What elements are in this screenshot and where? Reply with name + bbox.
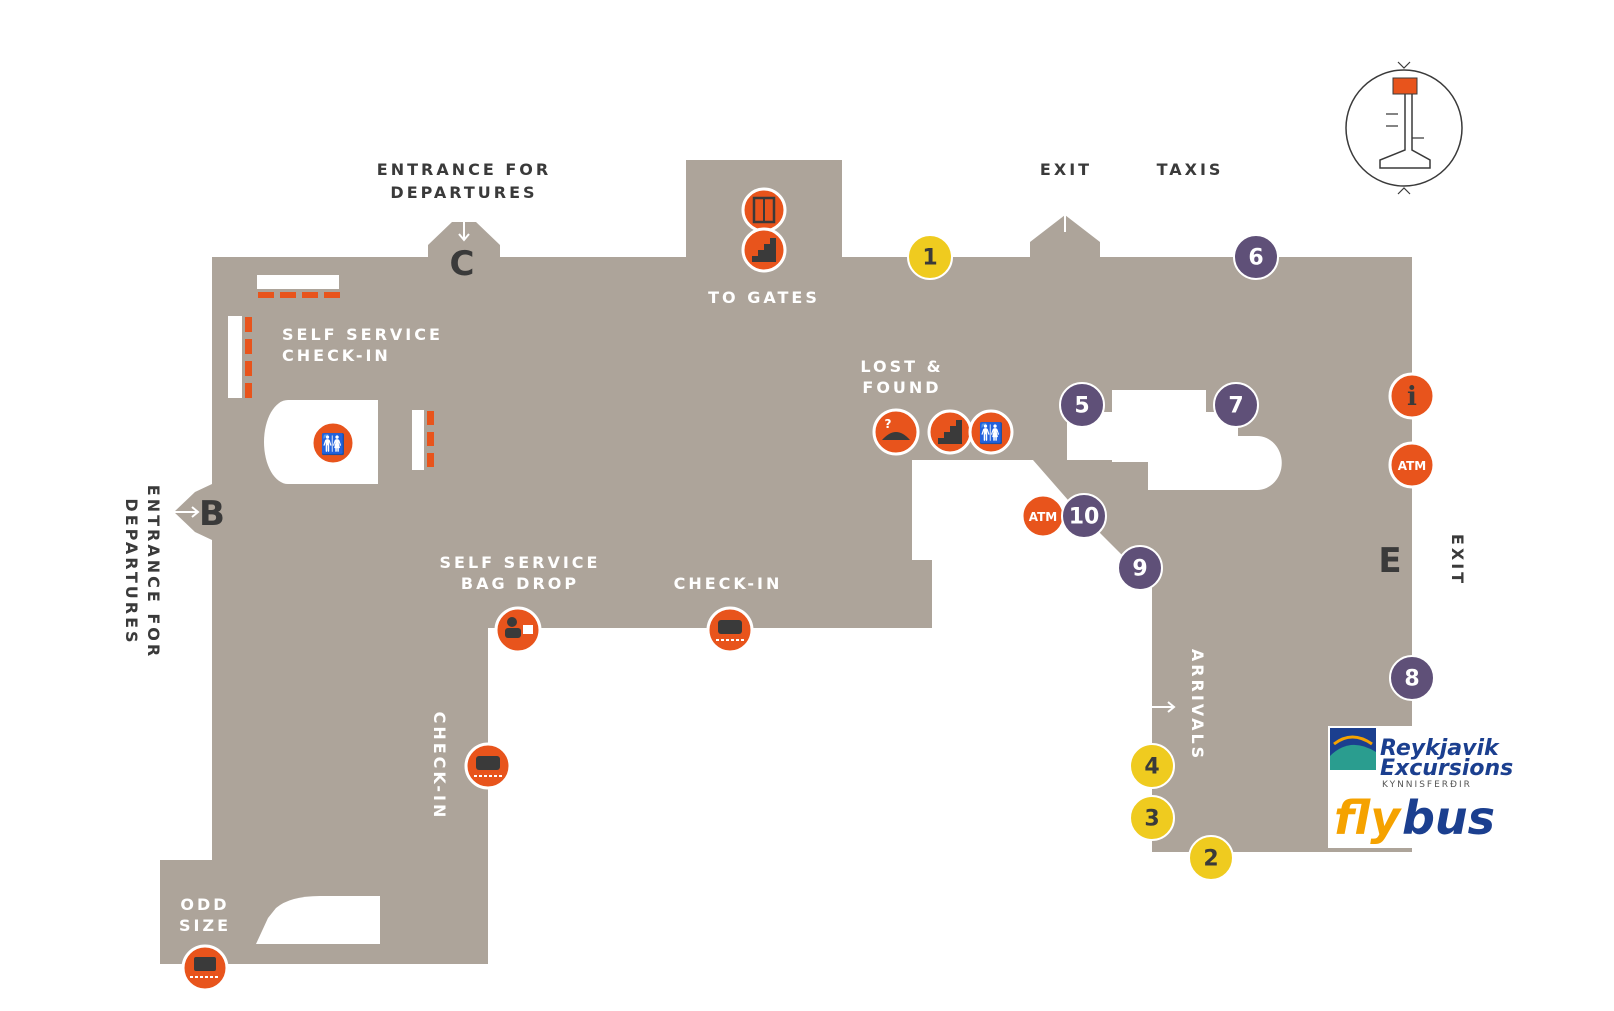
bus-stop-5[interactable]: 5 <box>1059 382 1105 428</box>
kiosk-mark <box>280 292 296 298</box>
bus-stop-number: 2 <box>1203 847 1218 872</box>
logo-bus: bus <box>1402 791 1495 845</box>
entrance-e-letter: E <box>1378 541 1401 581</box>
kiosk-mark <box>245 339 252 354</box>
entrance-c-label-line2: DEPARTURES <box>390 183 537 202</box>
logo-line2: Excursions <box>1380 756 1513 781</box>
logo-line1: Reykjavik <box>1380 736 1500 761</box>
toilets-icon[interactable]: 🚻 <box>968 409 1014 455</box>
exit-ticks <box>1420 533 1432 587</box>
arrow-right-icon <box>1420 554 1446 566</box>
bus-stop-number: 3 <box>1144 807 1159 832</box>
baggage-checkin-icon[interactable] <box>706 606 754 654</box>
kiosk-mark <box>302 292 318 298</box>
bus-stop-number: 5 <box>1074 394 1089 419</box>
toilets-icon[interactable]: 🚻 <box>310 420 356 466</box>
self-service-checkin-label: SELF SERVICE CHECK-IN <box>282 325 443 365</box>
logo-fly: fly <box>1334 791 1402 845</box>
atm-center-text: ATM <box>1029 510 1057 524</box>
odd-size-line2: SIZE <box>179 916 231 935</box>
kiosk-mark <box>324 292 340 298</box>
kiosk-mark <box>427 453 434 467</box>
bus-stop-number: 6 <box>1248 246 1263 271</box>
checkin-vertical-label: CHECK-IN <box>430 712 449 821</box>
bus-stop-number: 8 <box>1404 667 1419 692</box>
arrow-down-icon <box>458 216 470 242</box>
odd-size-baggage-icon[interactable] <box>181 944 229 992</box>
baggage-checkin-icon[interactable] <box>464 742 512 790</box>
bus-stop-9[interactable]: 9 <box>1117 545 1163 591</box>
bus-stop-10[interactable]: 10 <box>1061 493 1107 539</box>
lost-and-found-icon[interactable]: ? <box>872 408 920 456</box>
elevator-icon[interactable] <box>741 187 787 233</box>
odd-size-line1: ODD <box>180 895 229 914</box>
bus-stop-4[interactable]: 4 <box>1129 743 1175 789</box>
self-service-checkin-line1: SELF SERVICE <box>282 325 443 344</box>
bus-stop-3[interactable]: 3 <box>1129 795 1175 841</box>
direction-arrows <box>174 201 1446 713</box>
kiosk-mark <box>258 292 274 298</box>
exit-top-label: EXIT <box>1040 160 1092 179</box>
logo-line3: KYNNISFERÐIR <box>1382 780 1472 790</box>
entrance-c-label: ENTRANCE FOR DEPARTURES <box>377 160 551 202</box>
lost-found-label: LOST & FOUND <box>860 357 943 397</box>
bus-stop-2[interactable]: 2 <box>1188 835 1234 881</box>
checkin-desk-strip <box>412 410 424 470</box>
lost-found-line2: FOUND <box>862 378 941 397</box>
exit-right-label: EXIT <box>1448 534 1467 586</box>
arrow-right-icon <box>174 506 200 518</box>
bus-stop-number: 1 <box>922 246 937 271</box>
kiosk-mark <box>245 361 252 376</box>
svg-text:?: ? <box>885 417 892 431</box>
bus-stop-8[interactable]: 8 <box>1389 655 1435 701</box>
atm-icon[interactable]: ATM <box>1388 441 1436 489</box>
odd-size-label: ODD SIZE <box>179 895 231 935</box>
entrance-c-letter: C <box>450 244 475 284</box>
kiosk-mark <box>245 317 252 332</box>
escalator-icon[interactable] <box>927 409 973 455</box>
entrance-b-label-line1: ENTRANCE FOR <box>144 485 163 659</box>
terminal-overview-icon <box>1345 61 1463 195</box>
svg-text:🚻: 🚻 <box>321 432 346 456</box>
escalator-icon[interactable] <box>741 227 787 273</box>
atm-right-text: ATM <box>1398 459 1426 473</box>
entrance-b-letter: B <box>199 494 225 534</box>
bus-stop-7[interactable]: 7 <box>1213 382 1259 428</box>
kiosk-mark <box>245 383 252 398</box>
bag-drop-label: SELF SERVICE BAG DROP <box>440 553 601 593</box>
odd-size-counter <box>256 896 380 944</box>
bag-drop-line1: SELF SERVICE <box>440 553 601 572</box>
kiosk-mark <box>427 411 434 425</box>
taxis-label: TAXIS <box>1157 160 1224 179</box>
self-service-checkin-line2: CHECK-IN <box>282 346 391 365</box>
lost-found-line1: LOST & <box>860 357 943 376</box>
bus-stop-number: 4 <box>1144 755 1159 780</box>
bus-stop-6[interactable]: 6 <box>1233 234 1279 280</box>
reykjavik-excursions-logo: Reykjavik Excursions KYNNISFERÐIR fly bu… <box>1328 726 1513 848</box>
svg-text:i: i <box>1407 382 1417 412</box>
atm-icon[interactable]: ATM <box>1020 493 1066 539</box>
arrivals-label: ARRIVALS <box>1188 649 1207 761</box>
self-service-kiosk-row-left <box>228 316 242 398</box>
to-gates-label: TO GATES <box>708 288 820 307</box>
info-icon[interactable]: i <box>1388 372 1436 420</box>
bus-stop-number: 9 <box>1132 557 1147 582</box>
arrow-right-icon <box>1152 701 1176 713</box>
checkin-label: CHECK-IN <box>674 574 783 593</box>
entrance-b-label: ENTRANCE FOR DEPARTURES <box>122 485 163 659</box>
entrance-b-label-line2: DEPARTURES <box>122 498 141 645</box>
bus-stop-1[interactable]: 1 <box>907 234 953 280</box>
self-service-kiosk-row-top <box>257 275 339 289</box>
self-service-bag-drop-icon[interactable] <box>494 606 542 654</box>
entrance-c-label-line1: ENTRANCE FOR <box>377 160 551 179</box>
bus-stop-number: 7 <box>1228 394 1243 419</box>
kiosk-mark <box>427 432 434 446</box>
bus-stop-number: 10 <box>1069 505 1100 530</box>
self-service-kiosk-marks <box>245 292 434 467</box>
arrow-up-icon <box>1059 201 1071 232</box>
svg-text:🚻: 🚻 <box>979 421 1004 445</box>
bag-drop-line2: BAG DROP <box>461 574 579 593</box>
